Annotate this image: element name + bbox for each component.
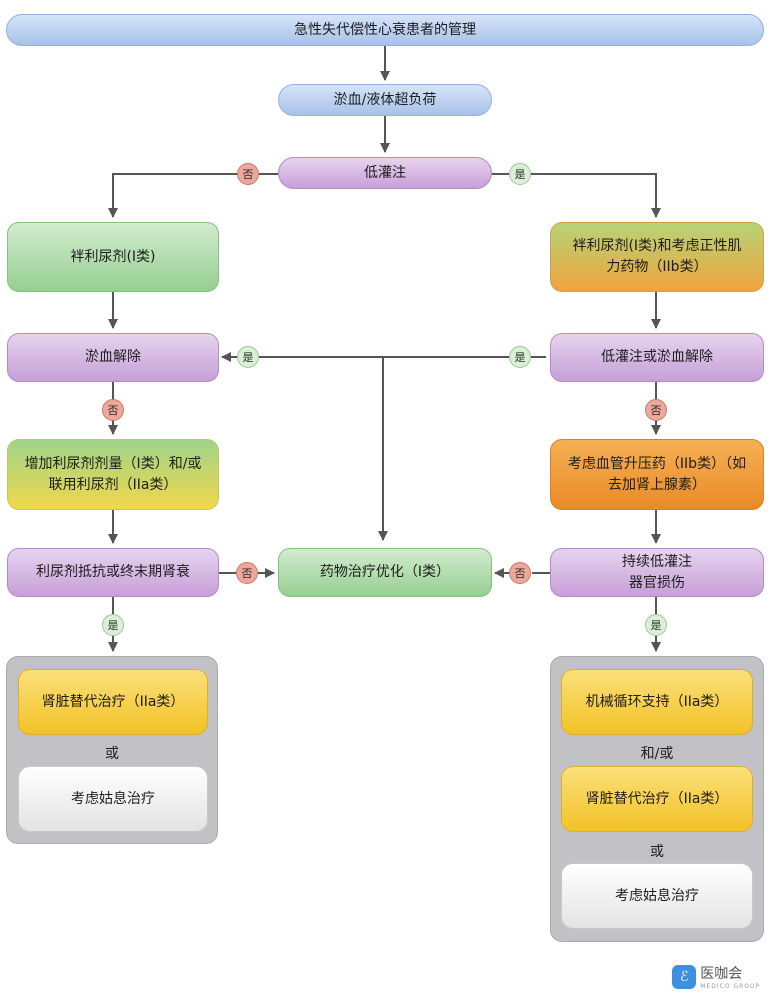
right-vaso-node: 考虑血管升压药（IIb类）（如 去加肾上腺素）: [550, 439, 764, 510]
right-persistent-line2: 器官损伤: [629, 574, 685, 591]
left-diuretic-node: 袢利尿剂(I类): [7, 222, 219, 292]
left-increase-line1: 增加利尿剂剂量（I类）和/或: [24, 455, 202, 472]
right-diuretic-line1: 袢利尿剂(I类)和考虑正性肌: [572, 238, 742, 254]
badge-no-persistent: 否: [509, 562, 531, 584]
left-increase-line2: 联用利尿剂（IIa类）: [48, 476, 178, 493]
badge-yes-persistent: 是: [645, 614, 667, 636]
brand-logo: ℰ 医咖会 MEDICO GROUP: [672, 963, 760, 990]
right-renal-node: 肾脏替代治疗（IIa类）: [561, 766, 753, 832]
hypoperfusion-text: 低灌注: [364, 164, 406, 181]
left-renal-text: 肾脏替代治疗（IIa类）: [41, 693, 185, 710]
badge-yes-left-resolved: 是: [237, 346, 259, 368]
optimize-text: 药物治疗优化（I类）: [319, 564, 451, 580]
left-resistance-node: 利尿剂抵抗或终末期肾衰: [7, 548, 219, 597]
optimize-node: 药物治疗优化（I类）: [278, 548, 492, 597]
right-renal-text: 肾脏替代治疗（IIa类）: [585, 790, 729, 807]
congestion-node: 淤血/液体超负荷: [278, 84, 492, 116]
right-resolved-text: 低灌注或淤血解除: [601, 349, 713, 365]
right-palliative-node: 考虑姑息治疗: [561, 863, 753, 929]
hypoperfusion-node: 低灌注: [278, 157, 492, 189]
badge-yes-right-resolved: 是: [509, 346, 531, 368]
right-and-or-text: 和/或: [640, 746, 674, 762]
left-increase-node: 增加利尿剂剂量（I类）和/或 联用利尿剂（IIa类）: [7, 439, 219, 510]
arrow-hypo-yes-right: [530, 173, 661, 218]
title-node: 急性失代偿性心衰患者的管理: [6, 14, 764, 46]
badge-no-left-resolved: 否: [102, 399, 124, 421]
right-vaso-line2: 去加肾上腺素）: [608, 476, 706, 493]
left-palliative-node: 考虑姑息治疗: [18, 766, 208, 832]
right-palliative-text: 考虑姑息治疗: [615, 887, 699, 904]
badge-yes-hypo-right: 是: [509, 163, 531, 185]
left-renal-node: 肾脏替代治疗（IIa类）: [18, 669, 208, 735]
left-diuretic-text: 袢利尿剂(I类): [70, 248, 156, 265]
right-resolved-node: 低灌注或淤血解除: [550, 333, 764, 382]
badge-no-resistance: 否: [236, 562, 258, 584]
left-palliative-text: 考虑姑息治疗: [71, 790, 155, 807]
left-or-text: 或: [105, 746, 119, 762]
right-mcs-text: 机械循环支持（IIa类）: [585, 693, 729, 710]
logo-name: 医咖会: [700, 966, 743, 982]
badge-no-hypo-left: 否: [237, 163, 259, 185]
left-resistance-text: 利尿剂抵抗或终末期肾衰: [36, 564, 190, 580]
arrow-hypo-no-left: [108, 173, 238, 218]
right-vaso-line1: 考虑血管升压药（IIb类）（如: [567, 455, 747, 472]
logo-mark-icon: ℰ: [672, 964, 697, 989]
logo-sub: MEDICO GROUP: [700, 983, 760, 990]
left-resolved-node: 淤血解除: [7, 333, 219, 382]
logo-text-block: 医咖会 MEDICO GROUP: [700, 963, 760, 990]
congestion-text: 淤血/液体超负荷: [333, 91, 437, 108]
right-diuretic-line2: 力药物（IIb类）: [606, 259, 708, 275]
right-mcs-node: 机械循环支持（IIa类）: [561, 669, 753, 735]
right-or-text: 或: [650, 844, 664, 860]
left-resolved-text: 淤血解除: [85, 349, 141, 365]
right-persistent-line1: 持续低灌注: [622, 553, 692, 570]
right-persistent-node: 持续低灌注 器官损伤: [550, 548, 764, 597]
title-text: 急性失代偿性心衰患者的管理: [294, 21, 476, 38]
right-diuretic-node: 袢利尿剂(I类)和考虑正性肌 力药物（IIb类）: [550, 222, 764, 292]
badge-no-right-resolved: 否: [645, 399, 667, 421]
badge-yes-resistance: 是: [102, 614, 124, 636]
